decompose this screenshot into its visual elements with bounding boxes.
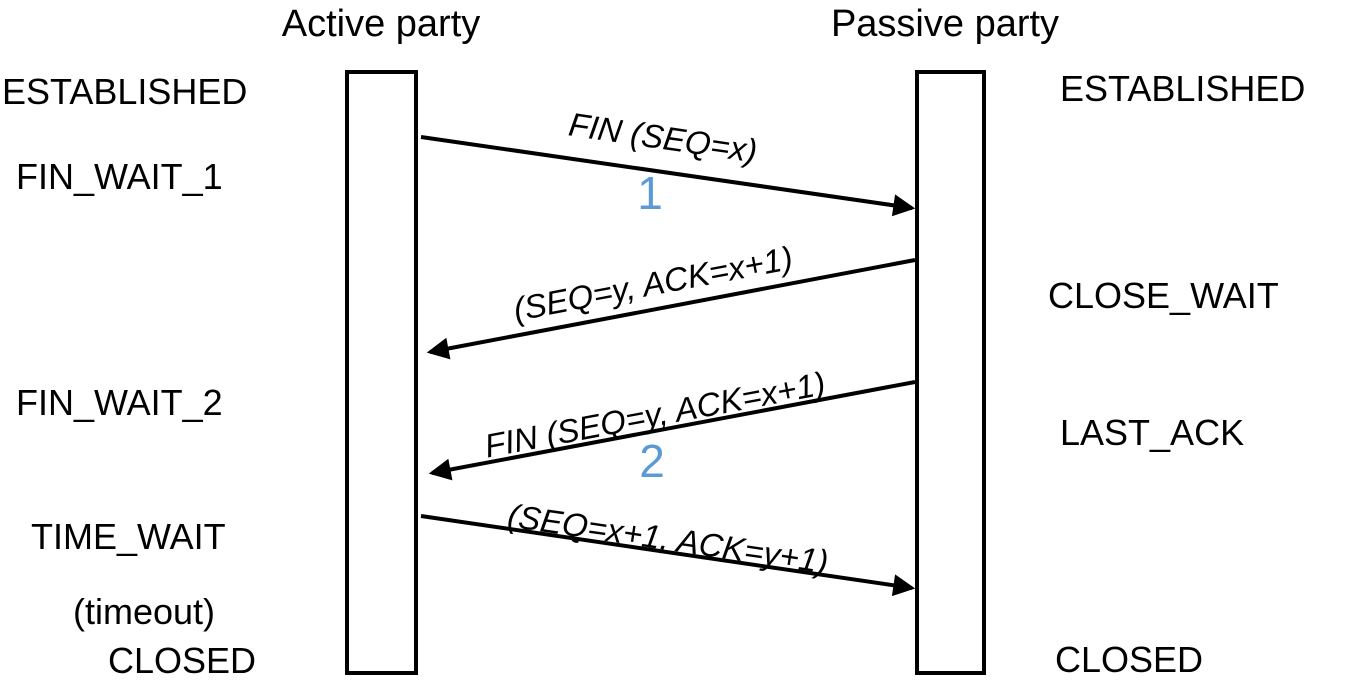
step-number-1: 1 bbox=[637, 167, 663, 219]
state-right-established: ESTABLISHED bbox=[1060, 68, 1306, 109]
state-left-timeout: (timeout) bbox=[73, 591, 216, 632]
step-number-2: 2 bbox=[639, 435, 665, 487]
state-left-fin-wait-2: FIN_WAIT_2 bbox=[16, 382, 223, 423]
active-lifeline-bar bbox=[345, 70, 418, 675]
active-party-title: Active party bbox=[281, 3, 481, 45]
arrow-ack-1 bbox=[426, 258, 916, 360]
passive-party-title: Passive party bbox=[830, 3, 1060, 45]
state-left-fin-wait-1: FIN_WAIT_1 bbox=[16, 156, 223, 197]
passive-lifeline-bar bbox=[915, 70, 986, 675]
state-left-established: ESTABLISHED bbox=[2, 71, 248, 112]
state-left-closed: CLOSED bbox=[108, 640, 257, 681]
arrow-fin-2 bbox=[428, 380, 916, 481]
arrow-ack-2 bbox=[420, 514, 916, 597]
state-right-closed: CLOSED bbox=[1055, 639, 1204, 680]
state-left-time-wait: TIME_WAIT bbox=[31, 516, 226, 557]
arrow-fin-1 bbox=[420, 135, 916, 217]
state-right-last-ack: LAST_ACK bbox=[1060, 412, 1245, 453]
state-right-close-wait: CLOSE_WAIT bbox=[1048, 275, 1279, 316]
